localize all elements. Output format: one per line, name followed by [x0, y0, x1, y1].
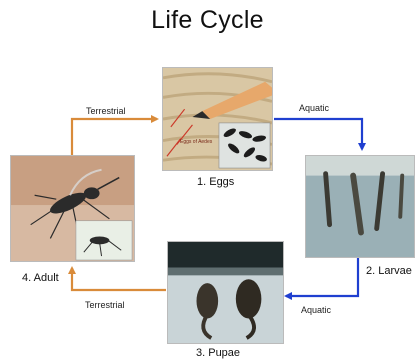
label-adult-to-eggs: Terrestrial	[86, 106, 126, 116]
stage-caption-adult: 4. Adult	[22, 272, 59, 284]
pupae-photo	[167, 241, 284, 344]
stage-caption-larvae: 2. Larvae	[366, 265, 412, 277]
stage-caption-pupae: 3. Pupae	[196, 347, 240, 359]
larvae-photo	[305, 155, 415, 258]
label-eggs-to-larvae: Aquatic	[299, 103, 329, 113]
stage-caption-eggs: 1. Eggs	[197, 176, 234, 188]
arrow-pupae-to-adult	[72, 268, 166, 290]
adult-photo	[10, 155, 135, 262]
arrow-adult-to-eggs	[72, 119, 157, 155]
label-pupae-to-adult: Terrestrial	[85, 300, 125, 310]
arrow-eggs-to-larvae	[274, 119, 362, 149]
eggs-photo-annotation: Eggs of Aedes	[180, 139, 212, 145]
arrow-larvae-to-pupae	[286, 258, 358, 296]
label-larvae-to-pupae: Aquatic	[301, 305, 331, 315]
eggs-photo: Eggs of Aedes	[162, 67, 273, 171]
